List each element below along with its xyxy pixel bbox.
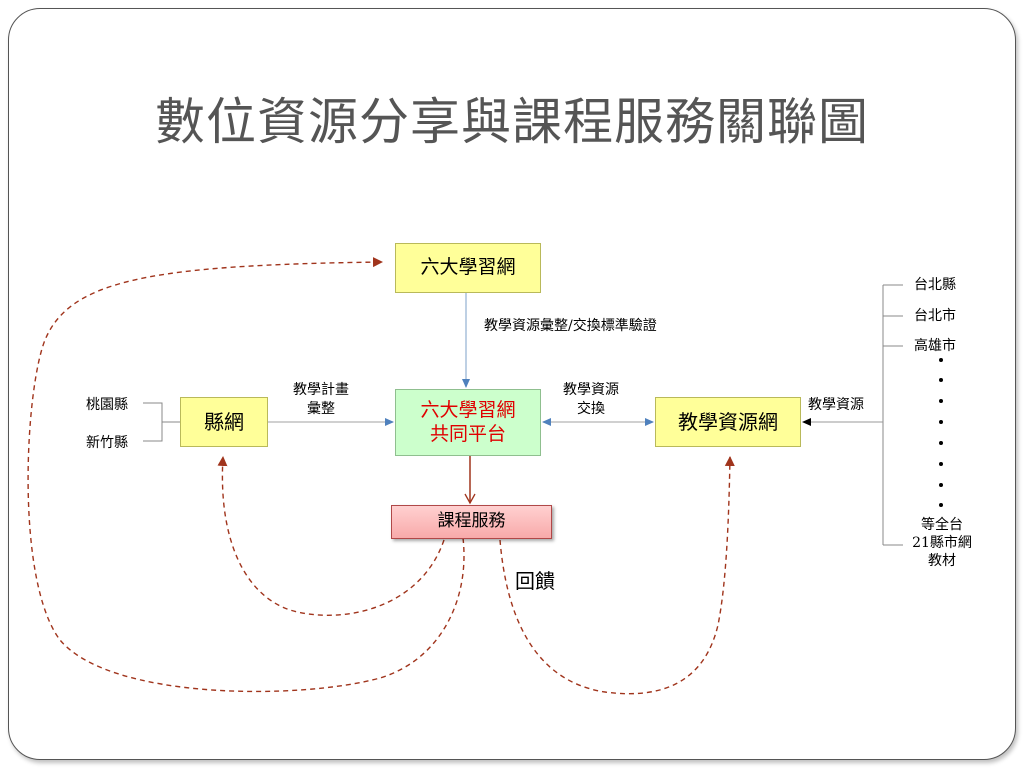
county-hsinchu: 新竹縣 bbox=[86, 435, 128, 451]
exchange-label-line1: 教學資源 bbox=[563, 382, 619, 398]
feedback-label: 回饋 bbox=[515, 569, 555, 593]
feedback-curve-resource-network bbox=[499, 456, 735, 695]
six-networks-box: 六大學習網 bbox=[395, 243, 541, 293]
slide-frame bbox=[8, 8, 1016, 760]
source-line-2: 21縣市網 bbox=[912, 534, 972, 551]
aggregation-standard-label: 教學資源彙整/交換標準驗證 bbox=[484, 318, 657, 334]
county-bracket bbox=[143, 402, 180, 442]
page-title: 數位資源分享與課程服務關聯圖 bbox=[155, 93, 869, 151]
plan-aggregation-label: 教學計畫 彙整 bbox=[293, 381, 349, 419]
feedback-curve-six-networks bbox=[27, 257, 465, 693]
platform-label-line1: 六大學習網 bbox=[420, 398, 516, 421]
resource-label: 教學資源 bbox=[808, 397, 864, 413]
plan-label-line2: 彙整 bbox=[307, 400, 335, 417]
source-kaohsiung: 高雄市 bbox=[914, 338, 956, 354]
source-all-taiwan: 等全台 21縣市網 教材 bbox=[904, 517, 980, 571]
county-network-box: 縣網 bbox=[180, 397, 268, 447]
platform-label-line2: 共同平台 bbox=[429, 422, 506, 445]
course-service-box: 課程服務 bbox=[391, 505, 552, 539]
source-taipei-city: 台北市 bbox=[914, 308, 956, 324]
source-taipei-county: 台北縣 bbox=[914, 277, 956, 293]
plan-label-line1: 教學計畫 bbox=[293, 382, 349, 398]
sources-bracket bbox=[882, 284, 903, 546]
exchange-label-line2: 交換 bbox=[577, 400, 605, 417]
county-taoyuan: 桃園縣 bbox=[86, 397, 128, 413]
resource-exchange-label: 教學資源 交換 bbox=[563, 381, 619, 419]
teaching-resource-network-box: 教學資源網 bbox=[655, 397, 801, 447]
source-line-3: 教材 bbox=[928, 552, 956, 569]
source-line-1: 等全台 bbox=[921, 517, 963, 533]
platform-box: 六大學習網 共同平台 bbox=[395, 389, 541, 456]
